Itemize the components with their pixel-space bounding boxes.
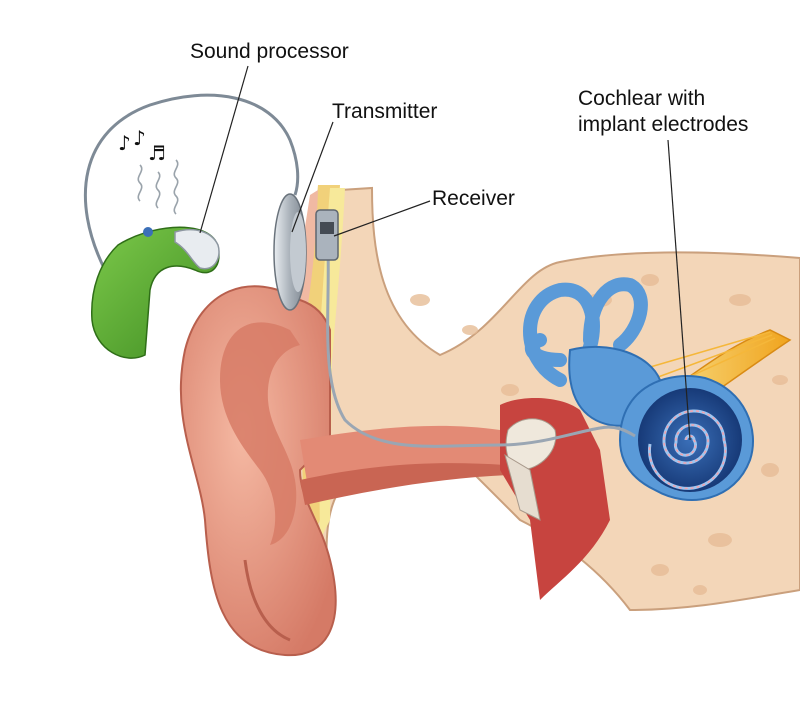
label-cochlear-line1: Cochlear with (578, 87, 706, 110)
label-sound-processor: Sound processor (190, 40, 349, 63)
label-cochlear-line2: implant electrodes (578, 113, 749, 136)
middle-ear (500, 398, 610, 600)
label-transmitter: Transmitter (332, 100, 438, 123)
receiver (315, 209, 339, 261)
implant-electrode (648, 410, 727, 490)
svg-text:♬: ♬ (148, 141, 166, 165)
leader-sound-processor (199, 65, 249, 234)
svg-text:♪: ♪ (133, 126, 146, 150)
semicircular-canals (523, 277, 648, 387)
leader-transmitter (291, 121, 334, 233)
headpiece-cable (84, 93, 300, 271)
music-notes: ♪ ♪ ♬ (118, 126, 166, 165)
svg-text:♪: ♪ (118, 131, 131, 155)
label-cochlear: Cochlear with implant electrodes (578, 86, 748, 138)
ear-canal (300, 425, 510, 505)
leader-lines (199, 65, 691, 441)
outer-ear (179, 285, 337, 657)
leader-receiver (333, 200, 431, 237)
transmitter (273, 193, 307, 311)
sound-processor (91, 226, 220, 359)
electrode-lead (326, 249, 636, 448)
leader-cochlea (667, 139, 691, 441)
label-receiver: Receiver (432, 187, 515, 210)
sound-waves (137, 159, 179, 215)
